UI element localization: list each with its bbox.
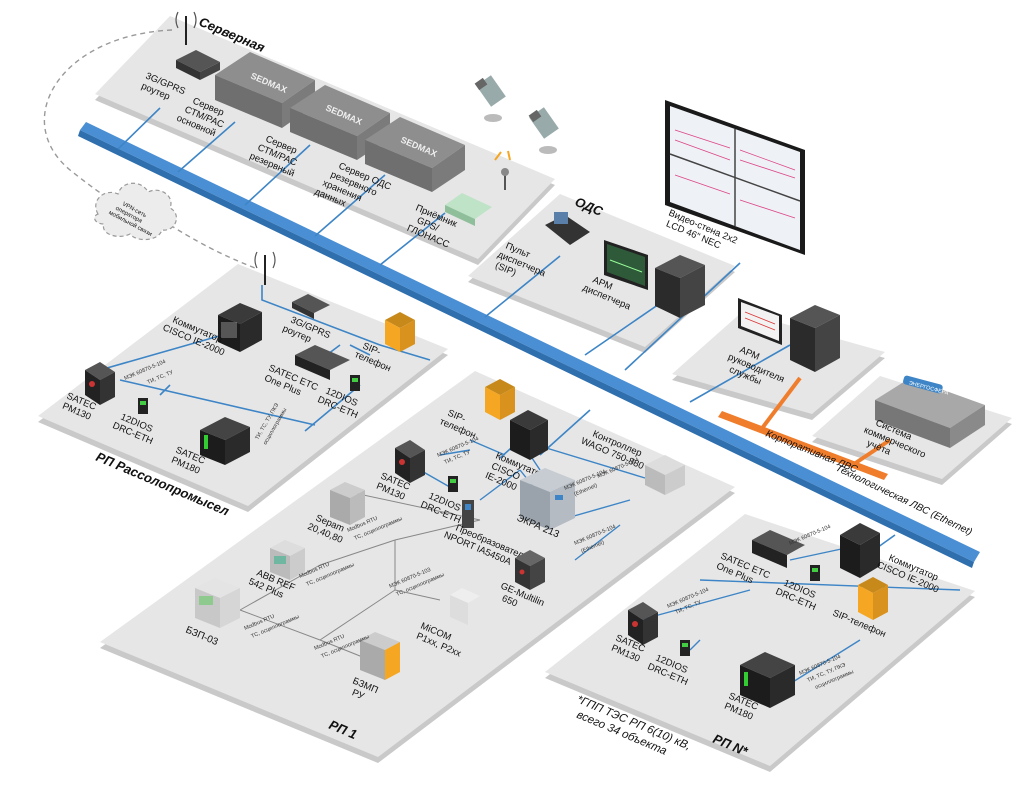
abb-relay-icon xyxy=(270,540,305,580)
vpn-cloud: VPN-сетьоператорамобильной связи xyxy=(94,182,178,241)
satellite-icon-2 xyxy=(528,107,559,154)
drc-module-icon xyxy=(448,476,458,492)
antenna-icon xyxy=(175,11,197,45)
arm-dispatcher-icon xyxy=(604,240,648,290)
router-3g-icon xyxy=(292,294,330,319)
workstation-tower-icon xyxy=(790,305,840,372)
workstation-tower-icon xyxy=(655,255,705,318)
satec-pm180-icon xyxy=(740,652,795,708)
ekra-cabinet-icon xyxy=(520,468,575,530)
cisco-switch-icon xyxy=(218,303,262,352)
satec-etc-icon xyxy=(752,530,805,568)
sepam-relay-icon xyxy=(330,482,365,525)
energosfera-server-icon: ЭНЕРГОСФЕРА xyxy=(875,375,985,448)
sip-phone-icon xyxy=(485,379,515,420)
tech-lan-bus: Технологическая ЛВС (Ethernet) xyxy=(78,122,980,568)
router-3g-icon xyxy=(176,50,220,80)
platform-rp1 xyxy=(100,371,735,763)
drc-module-icon xyxy=(350,375,360,391)
satec-pm180-icon xyxy=(200,417,250,465)
drc-module-icon xyxy=(810,565,820,581)
sip-phone-icon xyxy=(385,312,415,352)
satec-pm130-icon xyxy=(628,602,658,645)
multilin-relay-icon xyxy=(515,550,545,590)
satellite-icon-1 xyxy=(474,75,506,122)
video-wall-icon xyxy=(665,100,805,255)
cisco-switch-icon xyxy=(840,523,880,578)
wago-controller-icon xyxy=(645,455,685,495)
bzp-relay-icon xyxy=(195,578,240,628)
dispatcher-console-icon xyxy=(545,212,590,245)
nport-converter-icon xyxy=(462,500,474,528)
server-ods-icon: SEDMAX xyxy=(365,117,465,192)
vpn-link xyxy=(43,29,256,269)
satec-etc-icon xyxy=(295,345,350,380)
cisco-switch-icon xyxy=(510,410,548,460)
platform-rp-rassolopromysel xyxy=(38,264,448,512)
drc-module-icon xyxy=(138,398,148,414)
drc-module-icon xyxy=(680,640,690,656)
satec-pm130-icon xyxy=(395,440,425,483)
server-main-label: СерверСТМ/РАСосновной xyxy=(175,93,230,141)
sip-phone-icon xyxy=(858,577,888,620)
bzmp-relay-icon xyxy=(360,632,400,680)
gps-receiver-icon xyxy=(445,150,511,226)
micom-relay-icon xyxy=(450,588,480,625)
satec-pm130-icon xyxy=(85,362,115,405)
arm-mgmt: АРМруководителяслужбы xyxy=(726,298,840,388)
antenna-icon xyxy=(254,251,276,285)
